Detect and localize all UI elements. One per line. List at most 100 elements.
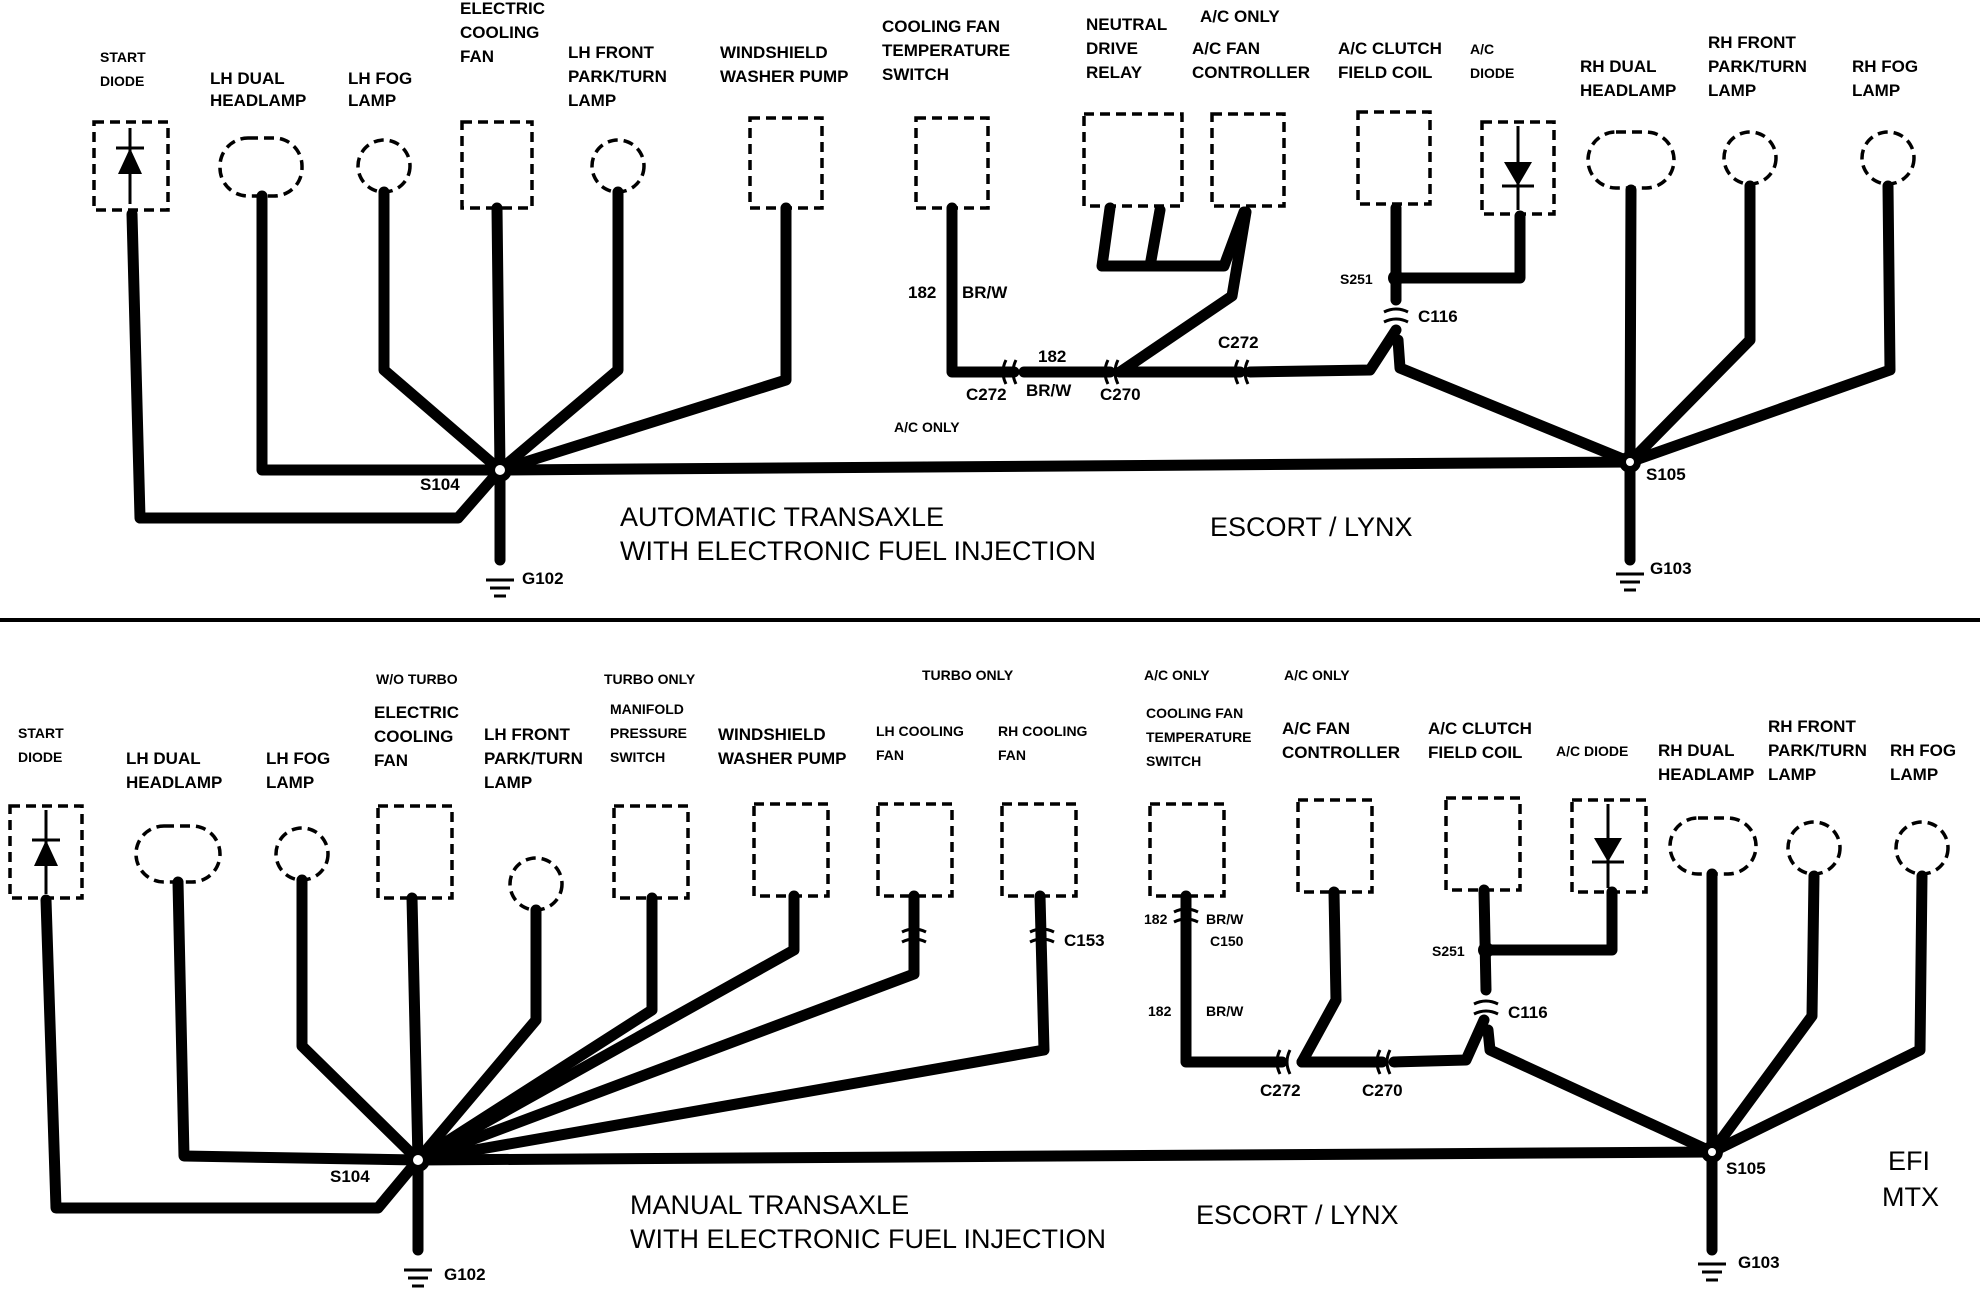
bottom-label-windshield-washer-pump: WINDSHIELD WASHER PUMP (718, 725, 846, 768)
bottom-connector-c150-icon (1173, 907, 1199, 924)
top-connector-c270-label: C270 (1100, 385, 1141, 404)
bottom-label-ac-clutch-field-coil: A/C CLUTCH FIELD COIL (1428, 719, 1537, 762)
bottom-label-turbo-only-a: TURBO ONLY (604, 671, 696, 687)
top-label-lh-dual-headlamp: LH DUAL HEADLAMP (210, 69, 306, 110)
top-connector-c116-icon (1383, 307, 1409, 324)
top-label-ac-fan-controller: A/C FAN CONTROLLER (1192, 39, 1310, 82)
bottom-label-cooling-fan-temperature-switch: COOLING FAN TEMPERATURE SWITCH (1146, 705, 1255, 769)
bottom-label-lh-fog-lamp: LH FOG LAMP (266, 749, 335, 792)
bottom-connector-c270-label: C270 (1362, 1081, 1403, 1100)
top-ground-g103-icon (1616, 572, 1644, 592)
bottom-label-rh-front-park-turn-lamp: RH FRONT PARK/TURN LAMP (1768, 717, 1872, 784)
bottom-wires (40, 868, 1928, 1256)
bottom-wire-brw-b-label: BR/W (1206, 1003, 1244, 1019)
bottom-wire-182-b-label: 182 (1148, 1003, 1172, 1019)
bottom-splice-s251-icon (1478, 942, 1494, 958)
bottom-splice-s104-center (413, 1155, 423, 1165)
bottom-cooling-fan-temperature-switch-icon (1148, 802, 1226, 898)
bottom-splice-s251-label: S251 (1432, 943, 1465, 959)
top-cooling-fan-temperature-switch-icon (914, 116, 990, 210)
top-connector-c272-b-label: C272 (1218, 333, 1259, 352)
bottom-panel: START DIODE LH DUAL HEADLAMP LH FOG LAMP… (8, 667, 1961, 1288)
top-label-rh-front-park-turn-lamp: RH FRONT PARK/TURN LAMP (1708, 33, 1812, 100)
top-panel: START DIODE LH DUAL HEADLAMP LH FOG LAMP… (92, 0, 1923, 598)
top-lh-front-park-turn-lamp-icon (590, 138, 646, 194)
bottom-lh-front-park-turn-lamp-icon (508, 856, 564, 912)
bottom-label-rh-dual-headlamp: RH DUAL HEADLAMP (1658, 741, 1754, 784)
top-label-start-diode: START DIODE (100, 49, 150, 89)
top-ground-g102-label: G102 (522, 569, 564, 588)
bottom-windshield-washer-pump-icon (752, 802, 830, 898)
bottom-electric-cooling-fan-icon (376, 804, 454, 900)
top-neutral-drive-relay-icon (1082, 112, 1184, 208)
top-label-ac-only: A/C ONLY (1200, 7, 1280, 26)
top-model-label: ESCORT / LYNX (1210, 512, 1413, 542)
top-rh-front-park-turn-lamp-icon (1722, 130, 1778, 186)
bottom-connector-c153-label: C153 (1064, 931, 1105, 950)
top-splice-s104-label: S104 (420, 475, 460, 494)
top-ac-diode-icon (1480, 120, 1556, 216)
bottom-label-start-diode: START DIODE (18, 725, 68, 765)
bottom-ground-g103-icon (1698, 1262, 1726, 1282)
top-ground-g102-icon (486, 578, 514, 598)
top-wires (126, 180, 1896, 566)
bottom-splice-s105-center (1708, 1148, 1716, 1156)
top-splice-s104-center (495, 465, 505, 475)
top-title-line-1: AUTOMATIC TRANSAXLE (620, 502, 944, 532)
bottom-start-diode-icon (8, 804, 84, 900)
top-lh-dual-headlamp-icon (218, 136, 304, 198)
top-connector-c272-b-icon (1233, 359, 1250, 385)
bottom-connector-c116-label: C116 (1508, 1003, 1548, 1022)
top-connector-c272-a-icon (1001, 359, 1018, 385)
top-rh-dual-headlamp-icon (1586, 130, 1676, 190)
bottom-connector-c153-icon (1029, 927, 1055, 944)
bottom-ac-diode-icon (1570, 798, 1648, 894)
top-label-rh-fog-lamp: RH FOG LAMP (1852, 57, 1923, 100)
top-label-rh-dual-headlamp: RH DUAL HEADLAMP (1580, 57, 1676, 100)
bottom-connector-c116-icon (1473, 999, 1499, 1016)
bottom-connector-lh-fan-icon (901, 927, 927, 944)
bottom-lh-dual-headlamp-icon (134, 824, 222, 884)
top-connector-c116-label: C116 (1418, 307, 1458, 326)
top-label-lh-front-park-turn-lamp: LH FRONT PARK/TURN LAMP (568, 43, 672, 110)
bottom-rh-cooling-fan-icon (1000, 802, 1078, 898)
bottom-title-line-2: WITH ELECTRONIC FUEL INJECTION (630, 1224, 1106, 1254)
bottom-lh-cooling-fan-icon (876, 802, 954, 898)
bottom-mtx-label: MTX (1882, 1182, 1939, 1212)
bottom-wire-182-a-label: 182 (1144, 911, 1168, 927)
top-electric-cooling-fan-icon (460, 120, 534, 210)
bottom-wire-brw-a-label: BR/W (1206, 911, 1244, 927)
top-start-diode-icon (92, 120, 170, 212)
top-wire-brw-label-2: BR/W (1026, 381, 1072, 400)
top-wire-182-label-2: 182 (1038, 347, 1066, 366)
bottom-efi-label: EFI (1888, 1146, 1930, 1176)
bottom-manifold-pressure-switch-icon (612, 804, 690, 900)
top-lh-fog-lamp-icon (356, 138, 412, 194)
top-label-cooling-fan-temperature-switch: COOLING FAN TEMPERATURE SWITCH (882, 17, 1015, 84)
top-ac-only-note: A/C ONLY (894, 419, 960, 435)
top-connector-c272-a-label: C272 (966, 385, 1007, 404)
bottom-connector-c270-icon (1375, 1049, 1392, 1075)
bottom-label-manifold-pressure-switch: MANIFOLD PRESSURE SWITCH (610, 701, 691, 765)
bottom-label-ac-fan-controller: A/C FAN CONTROLLER (1282, 719, 1400, 762)
bottom-rh-front-park-turn-lamp-icon (1786, 820, 1842, 876)
top-splice-s251-label: S251 (1340, 271, 1373, 287)
bottom-model-label: ESCORT / LYNX (1196, 1200, 1399, 1230)
bottom-ground-g102-icon (404, 1268, 432, 1288)
bottom-connector-c272-label: C272 (1260, 1081, 1301, 1100)
bottom-label-rh-cooling-fan: RH COOLING FAN (998, 723, 1091, 763)
bottom-ac-fan-controller-icon (1296, 798, 1374, 894)
top-wire-182-label: 182 (908, 283, 936, 302)
bottom-label-ac-diode: A/C DIODE (1556, 743, 1628, 759)
top-label-lh-fog-lamp: LH FOG LAMP (348, 69, 417, 110)
bottom-splice-s104-label: S104 (330, 1167, 370, 1186)
bottom-lh-fog-lamp-icon (274, 826, 330, 882)
bottom-ac-clutch-field-coil-icon (1444, 796, 1522, 892)
top-label-ac-diode: A/C DIODE (1470, 41, 1514, 81)
top-connector-c270-icon (1103, 359, 1120, 385)
bottom-label-rh-fog-lamp: RH FOG LAMP (1890, 741, 1961, 784)
bottom-rh-fog-lamp-icon (1894, 820, 1950, 876)
bottom-label-wo-turbo: W/O TURBO (376, 671, 458, 687)
top-ac-clutch-field-coil-icon (1356, 110, 1432, 206)
